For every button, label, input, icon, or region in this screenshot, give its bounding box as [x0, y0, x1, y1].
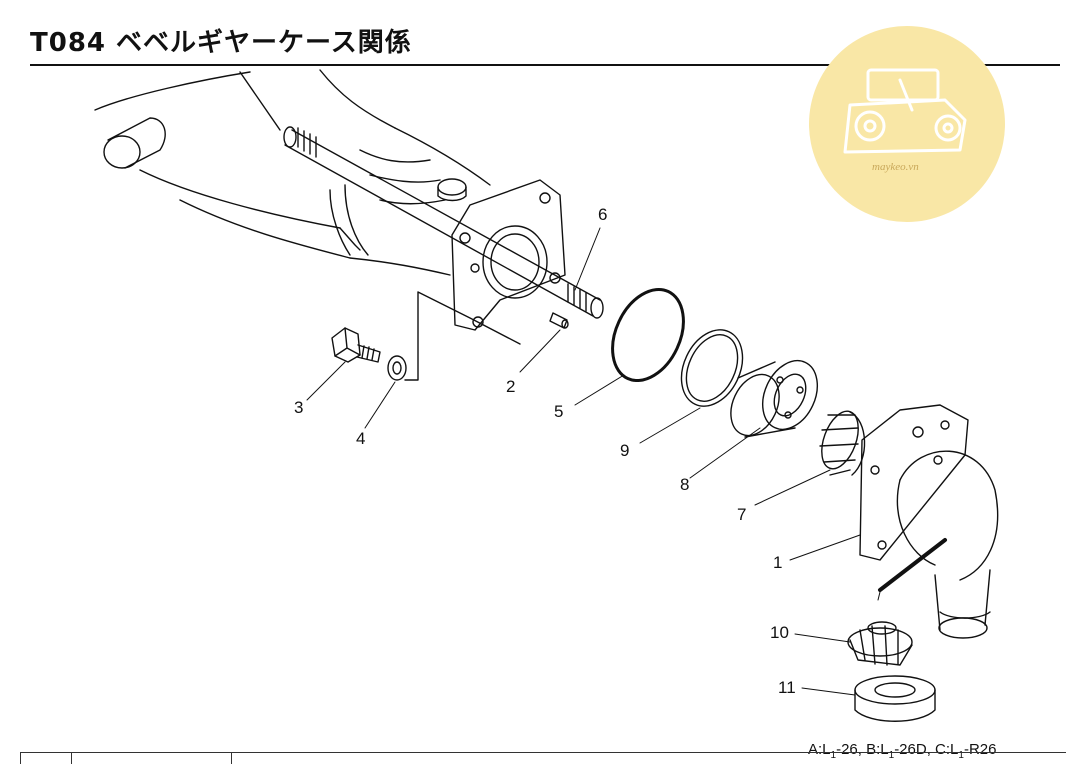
lower-ball-bearing [854, 675, 936, 722]
watermark-text: maykeo.vn [872, 161, 919, 173]
o-ring [611, 287, 685, 383]
callout-10: 10 [770, 623, 789, 642]
assembly-leader [404, 291, 521, 381]
washer [387, 355, 407, 381]
bolt [331, 327, 381, 363]
splined-shaft [283, 126, 604, 319]
callout-11: 11 [778, 678, 796, 697]
model-applicability: A:L1-26, B:L1-26D, C:L1-R26 [808, 741, 996, 761]
callout-7: 7 [737, 505, 746, 524]
dowel-pin [549, 312, 569, 329]
callout-6: 6 [598, 205, 607, 224]
callout-3: 3 [294, 398, 303, 417]
page-title: T084 ベベルギヤーケース関係 [30, 28, 412, 58]
callout-1: 1 [773, 553, 782, 572]
model-a: A:L1-26, [808, 741, 862, 761]
bevel-pinion [819, 410, 866, 476]
callout-leaders [306, 227, 881, 696]
shim [680, 329, 744, 407]
callout-2: 2 [506, 377, 515, 396]
table-divider [231, 753, 232, 764]
model-c: C:L1-R26 [935, 741, 997, 761]
title-underline [30, 64, 1060, 66]
callout-9: 9 [620, 441, 629, 460]
bevel-gear [847, 621, 913, 666]
watermark-logo: maykeo.vn [809, 26, 1005, 222]
model-b: B:L1-26D, [866, 741, 931, 761]
axle-housing [94, 69, 566, 331]
callout-8: 8 [680, 475, 689, 494]
callout-4: 4 [356, 429, 365, 448]
ball-bearing [730, 360, 818, 438]
table-divider [71, 753, 72, 764]
bevel-gear-case [859, 404, 999, 639]
parts-table-header [20, 752, 1066, 764]
callout-5: 5 [554, 402, 563, 421]
callout-labels: 1 2 3 4 5 6 7 8 9 10 11 [294, 205, 796, 697]
